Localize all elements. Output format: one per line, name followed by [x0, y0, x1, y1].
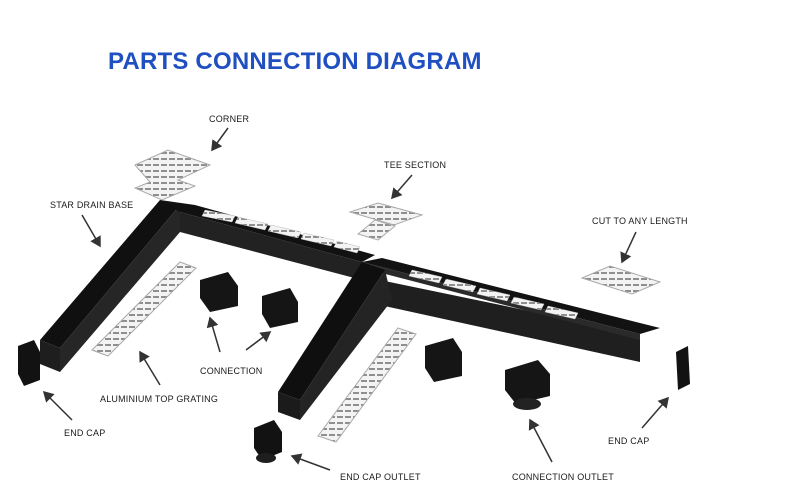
aluminium-top-grating-center — [317, 327, 417, 443]
star-drain-base-center-leg — [278, 262, 392, 420]
star-drain-base-top-run — [160, 200, 375, 280]
label-end-cap-left: END CAP — [64, 428, 106, 438]
callout-arrows — [42, 127, 669, 471]
arrow-end-cap-left — [42, 390, 73, 421]
cut-to-any-length-grating — [580, 265, 662, 295]
label-aluminium-top-grating: ALUMINIUM TOP GRATING — [100, 394, 219, 404]
end-cap-outlet-piece — [254, 420, 282, 463]
right-run-gratings — [408, 269, 579, 320]
arrow-aluminium-top-grating — [139, 350, 161, 386]
end-cap-left-piece — [18, 340, 40, 386]
connection-pieces — [200, 272, 462, 382]
arrow-end-cap-right — [641, 396, 669, 429]
connection-outlet-piece — [505, 360, 550, 410]
label-star-drain-base: STAR DRAIN BASE — [50, 200, 134, 210]
arrow-star-drain-base — [81, 214, 101, 248]
star-drain-base-right-run — [362, 258, 660, 362]
label-cut-to-any-length: CUT TO ANY LENGTH — [592, 216, 688, 226]
end-cap-right-piece — [676, 346, 690, 390]
arrow-tee-section — [391, 174, 413, 200]
label-tee-section: TEE SECTION — [384, 160, 447, 170]
tee-section-grating — [348, 202, 424, 241]
corner-grating — [133, 149, 212, 201]
arrow-connection-1 — [206, 316, 221, 353]
top-gratings — [201, 209, 361, 254]
arrow-connection-outlet — [528, 418, 553, 463]
label-corner: CORNER — [209, 114, 250, 124]
star-drain-base-left-arm — [40, 200, 180, 372]
arrow-corner — [211, 127, 229, 152]
arrow-cut-to-any-length — [620, 231, 637, 264]
label-connection-outlet: CONNECTION OUTLET — [512, 472, 614, 482]
aluminium-top-grating-left — [91, 261, 197, 357]
label-connection: CONNECTION — [200, 366, 263, 376]
arrow-connection-2 — [245, 331, 272, 351]
label-end-cap-right: END CAP — [608, 436, 650, 446]
diagram-title: PARTS CONNECTION DIAGRAM — [108, 48, 482, 75]
arrow-end-cap-outlet — [290, 453, 331, 471]
label-end-cap-outlet: END CAP OUTLET — [340, 472, 421, 482]
